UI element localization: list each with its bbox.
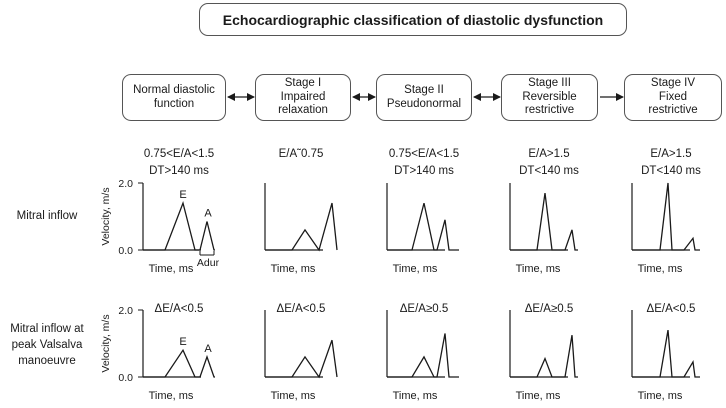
stage-line1: Stage II [404, 83, 444, 96]
param-line2: DT>140 ms [394, 164, 454, 177]
stage-line1: Normal diastolic [133, 83, 215, 96]
valsalva-param-normal: ΔE/A<0.5 [154, 303, 204, 315]
param-line1: E/A>1.5 [650, 148, 692, 160]
velocity-waveform [143, 348, 215, 378]
stage-line2: Reversible [522, 90, 577, 103]
y-tick-label: 2.0 [118, 305, 133, 317]
y-tick-label: 0.0 [118, 372, 133, 384]
stage-line3: restrictive [524, 104, 575, 117]
mitral-param-stage1: E/A˜0.75 [246, 146, 356, 163]
valsalva-param-stage3: ΔE/A≥0.5 [524, 303, 574, 315]
row-label-line: peak Valsalva [11, 339, 83, 352]
x-axis-label: Time, ms [516, 263, 561, 275]
valsalva-param-stage4: ΔE/A<0.5 [646, 303, 696, 315]
stage-line1: Stage IV [650, 76, 696, 89]
param-line1: E/A˜0.75 [278, 148, 324, 160]
y-tick-label: 2.0 [118, 178, 133, 190]
velocity-waveform [510, 335, 578, 378]
param-line1: 0.75<E/A<1.5 [388, 148, 460, 160]
velocity-waveform [387, 202, 459, 251]
y-axis-label: Velocity, m/s [100, 187, 112, 245]
param-line2: DT<140 ms [519, 164, 579, 177]
velocity-waveform [510, 192, 578, 251]
valsalva-param-stage2: ΔE/A≥0.5 [399, 303, 449, 315]
x-axis-label: Time, ms [516, 390, 561, 402]
stage-line3: relaxation [278, 104, 328, 117]
x-axis-label: Time, ms [638, 390, 683, 402]
y-tick-label: 0.0 [118, 245, 133, 257]
row-label-valsalva: Mitral inflow at peak Valsalva manoeuvre [2, 321, 92, 369]
adur-label: Adur [197, 257, 220, 269]
row-label-line: Mitral inflow [16, 210, 78, 222]
x-axis-label: Time, ms [149, 390, 194, 402]
diagram-title: Echocardiographic classification of dias… [199, 3, 627, 36]
stage-line2: Impaired [280, 90, 326, 103]
stage-line3: restrictive [648, 104, 698, 117]
param-line1: 0.75<E/A<1.5 [143, 148, 215, 160]
a-wave-label: A [204, 208, 212, 220]
x-axis-label: Time, ms [393, 263, 438, 275]
velocity-waveform [143, 200, 215, 251]
velocity-waveform [387, 333, 459, 378]
param-line2: DT>140 ms [149, 164, 209, 177]
velocity-waveform [265, 339, 338, 379]
x-axis-label: Time, ms [271, 390, 316, 402]
param-line1: E/A>1.5 [528, 148, 570, 160]
x-axis-label: Time, ms [271, 263, 316, 275]
x-axis-label: Time, ms [638, 263, 683, 275]
stage-line1: Stage I [284, 76, 322, 89]
stage-line1: Stage III [528, 76, 571, 89]
e-wave-label: E [179, 336, 186, 348]
row-label-mitral-inflow: Mitral inflow [2, 208, 92, 224]
row-label-line: manoeuvre [18, 355, 76, 368]
param-line2: DT<140 ms [641, 164, 701, 177]
a-wave-label: A [204, 343, 212, 355]
row-label-line: Mitral inflow at [10, 323, 84, 335]
y-axis-label: Velocity, m/s [100, 314, 112, 372]
stage-line2: Pseudonormal [386, 97, 462, 110]
stage-line2: function [153, 97, 195, 110]
stage-line2: Fixed [658, 90, 688, 103]
x-axis-label: Time, ms [149, 263, 194, 275]
velocity-waveform [632, 329, 700, 378]
e-wave-label: E [179, 189, 186, 201]
velocity-waveform [265, 202, 338, 252]
x-axis-label: Time, ms [393, 390, 438, 402]
velocity-waveform [632, 182, 700, 251]
valsalva-param-stage1: ΔE/A<0.5 [276, 303, 326, 315]
